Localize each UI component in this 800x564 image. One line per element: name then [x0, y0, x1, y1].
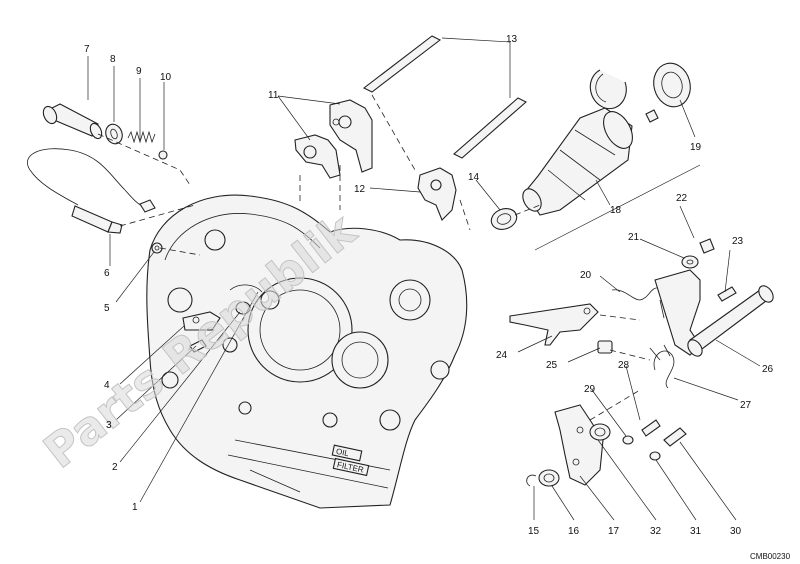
assembly-line — [534, 164, 701, 251]
detent-plug-assembly — [42, 103, 168, 160]
callout-3: 3 — [106, 420, 112, 431]
spring-27 — [649, 344, 675, 389]
reference-code: CMB00230 — [750, 552, 791, 561]
callout-8: 8 — [110, 54, 116, 65]
callout-25: 25 — [546, 360, 558, 371]
callout-18: 18 — [610, 205, 622, 216]
callout-5: 5 — [104, 303, 110, 314]
callout-16: 16 — [568, 526, 580, 537]
callout-15: 15 — [528, 526, 540, 537]
pin-25 — [597, 340, 613, 354]
washer-14 — [490, 208, 518, 230]
shift-forks — [294, 99, 457, 221]
case-oil-text: OIL — [335, 447, 350, 459]
small-case-parts — [182, 284, 263, 353]
callout-4: 4 — [104, 380, 110, 391]
shift-lever-24 — [509, 303, 599, 346]
callout-23: 23 — [732, 236, 744, 247]
circlip-bearing-19 — [589, 62, 691, 123]
callout-28: 28 — [618, 360, 630, 371]
dashed-assembly-lines — [97, 94, 651, 421]
crankcase-half: OIL FILTER — [146, 194, 468, 509]
callout-30: 30 — [730, 526, 742, 537]
callout-29: 29 — [584, 384, 596, 395]
callout-2: 2 — [112, 462, 118, 473]
leader-lines — [87, 37, 761, 521]
callout-24: 24 — [496, 350, 508, 361]
callout-31: 31 — [690, 526, 702, 537]
callout-10: 10 — [160, 72, 172, 83]
callout-22: 22 — [676, 193, 688, 204]
callout-26: 26 — [762, 364, 774, 375]
callout-11: 11 — [268, 90, 279, 101]
callout-6: 6 — [104, 268, 110, 279]
nut-bolt-21-22 — [681, 238, 715, 269]
callout-12: 12 — [354, 184, 366, 195]
selector-shaft-assembly — [654, 269, 774, 357]
callout-19: 19 — [690, 142, 702, 153]
fork-shafts — [362, 35, 527, 159]
callout-32: 32 — [650, 526, 662, 537]
callout-13: 13 — [506, 34, 518, 45]
callout-14: 14 — [468, 172, 480, 183]
callout-9: 9 — [136, 66, 142, 77]
callout-17: 17 — [608, 526, 620, 537]
callout-20: 20 — [580, 270, 592, 281]
selector-drum — [522, 107, 633, 216]
neutral-sensor-cable — [27, 148, 163, 254]
index-lever-cluster — [526, 404, 687, 487]
callout-7: 7 — [84, 44, 90, 55]
callout-21: 21 — [628, 232, 640, 243]
callout-1: 1 — [132, 502, 138, 513]
callout-27: 27 — [740, 400, 752, 411]
